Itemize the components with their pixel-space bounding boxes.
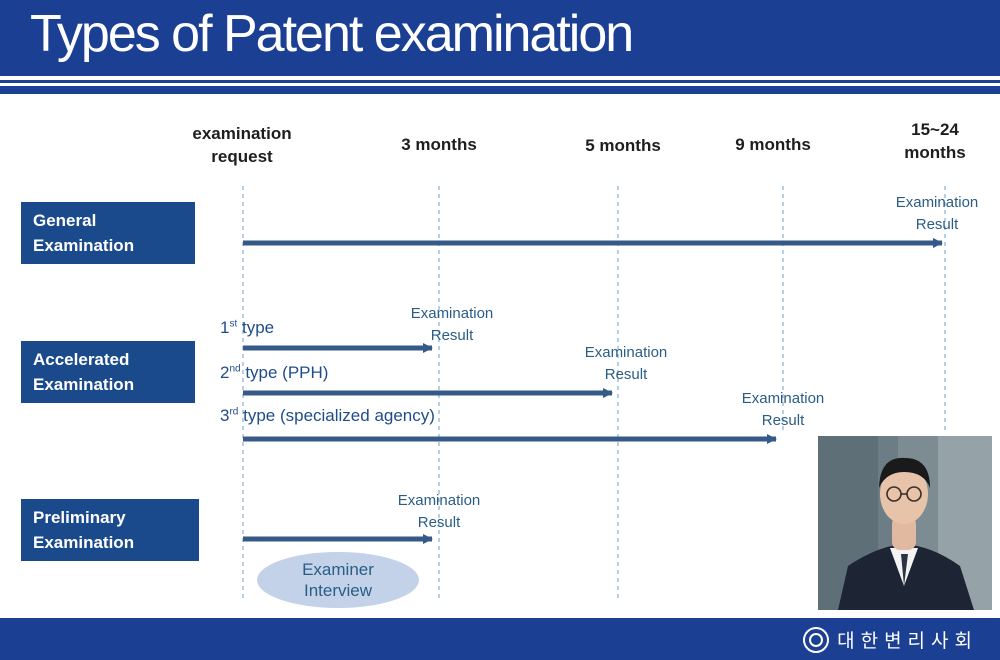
organization-name: 대한변리사회 [837, 626, 978, 653]
milestone-3-months: 3 months [369, 133, 509, 156]
association-logo-icon [803, 627, 829, 653]
presenter-photo [818, 436, 992, 610]
third-type-label: 3rd type (specialized agency) [220, 406, 435, 426]
footer-bar: 대한변리사회 [0, 618, 1000, 660]
milestone-9-months: 9 months [703, 133, 843, 156]
milestone-15-24-months: 15~24 months [860, 118, 1000, 164]
milestone-request: examination request [172, 122, 312, 168]
second-type-label: 2nd type (PPH) [220, 363, 328, 383]
milestone-5-months: 5 months [553, 134, 693, 157]
presenter-photo-illustration [818, 436, 992, 610]
organization-branding: 대한변리사회 [803, 626, 978, 653]
first-type-label: 1st type [220, 318, 274, 338]
